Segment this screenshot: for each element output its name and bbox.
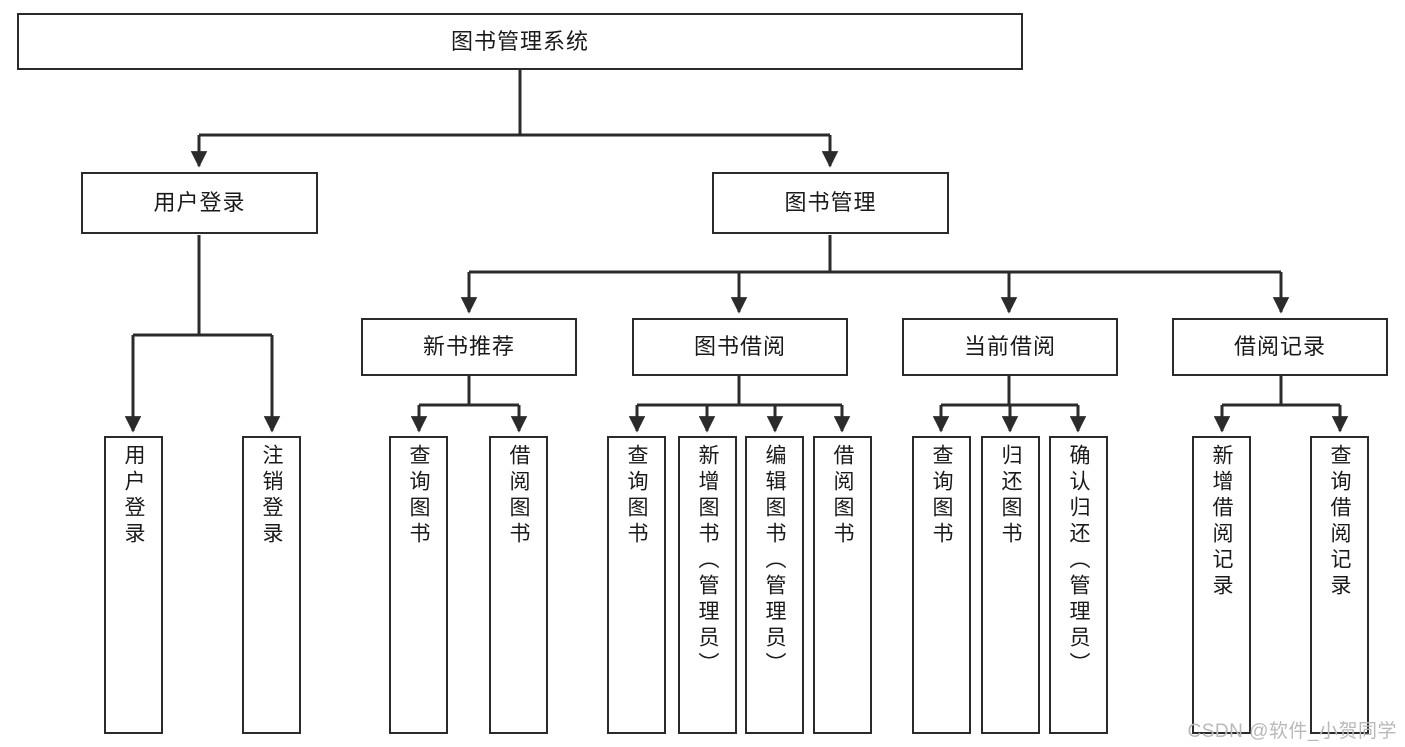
node-book-management-label: 图书管理: [784, 190, 877, 216]
csdn-watermark: CSDN @软件_小贺同学: [1187, 721, 1397, 742]
leaf-new-book-2[interactable]: 借阅图书: [489, 436, 548, 734]
leaf-current-borrow-2[interactable]: 归还图书: [981, 436, 1040, 734]
leaf-book-borrow-3-label: 编辑图书（管理员）: [763, 444, 786, 678]
node-new-book-recommend-label: 新书推荐: [422, 334, 515, 360]
leaf-book-borrow-4[interactable]: 借阅图书: [813, 436, 872, 734]
leaf-book-borrow-1-label: 查询图书: [625, 444, 648, 548]
leaf-borrow-record-2[interactable]: 查询借阅记录: [1310, 436, 1369, 734]
leaf-current-borrow-3-label: 确认归还（管理员）: [1067, 444, 1090, 678]
leaf-user-login-1-label: 用户登录: [122, 444, 145, 548]
node-borrow-record-label: 借阅记录: [1233, 334, 1326, 360]
leaf-book-borrow-2[interactable]: 新增图书（管理员）: [678, 436, 737, 734]
node-root-label: 图书管理系统: [450, 28, 589, 54]
node-user-login-label: 用户登录: [153, 190, 246, 216]
leaf-current-borrow-3[interactable]: 确认归还（管理员）: [1049, 436, 1108, 734]
node-current-borrow-label: 当前借阅: [963, 334, 1056, 360]
leaf-book-borrow-2-label: 新增图书（管理员）: [696, 444, 719, 678]
leaf-current-borrow-1-label: 查询图书: [930, 444, 953, 548]
node-root[interactable]: 图书管理系统: [17, 13, 1023, 70]
leaf-book-borrow-4-label: 借阅图书: [831, 444, 854, 548]
node-book-borrow[interactable]: 图书借阅: [632, 318, 848, 376]
leaf-user-login-2-label: 注销登录: [260, 444, 283, 548]
leaf-borrow-record-2-label: 查询借阅记录: [1328, 444, 1351, 600]
node-current-borrow[interactable]: 当前借阅: [902, 318, 1118, 376]
node-book-management[interactable]: 图书管理: [712, 172, 949, 234]
node-new-book-recommend[interactable]: 新书推荐: [361, 318, 577, 376]
leaf-book-borrow-1[interactable]: 查询图书: [607, 436, 666, 734]
node-borrow-record[interactable]: 借阅记录: [1172, 318, 1388, 376]
leaf-new-book-1[interactable]: 查询图书: [389, 436, 448, 734]
leaf-borrow-record-1[interactable]: 新增借阅记录: [1192, 436, 1251, 734]
leaf-new-book-1-label: 查询图书: [407, 444, 430, 548]
node-user-login[interactable]: 用户登录: [81, 172, 318, 234]
leaf-current-borrow-1[interactable]: 查询图书: [912, 436, 971, 734]
leaf-book-borrow-3[interactable]: 编辑图书（管理员）: [745, 436, 804, 734]
leaf-user-login-1[interactable]: 用户登录: [104, 436, 163, 734]
leaf-borrow-record-1-label: 新增借阅记录: [1210, 444, 1233, 600]
leaf-new-book-2-label: 借阅图书: [507, 444, 530, 548]
leaf-current-borrow-2-label: 归还图书: [999, 444, 1022, 548]
node-book-borrow-label: 图书借阅: [693, 334, 786, 360]
leaf-user-login-2[interactable]: 注销登录: [242, 436, 301, 734]
